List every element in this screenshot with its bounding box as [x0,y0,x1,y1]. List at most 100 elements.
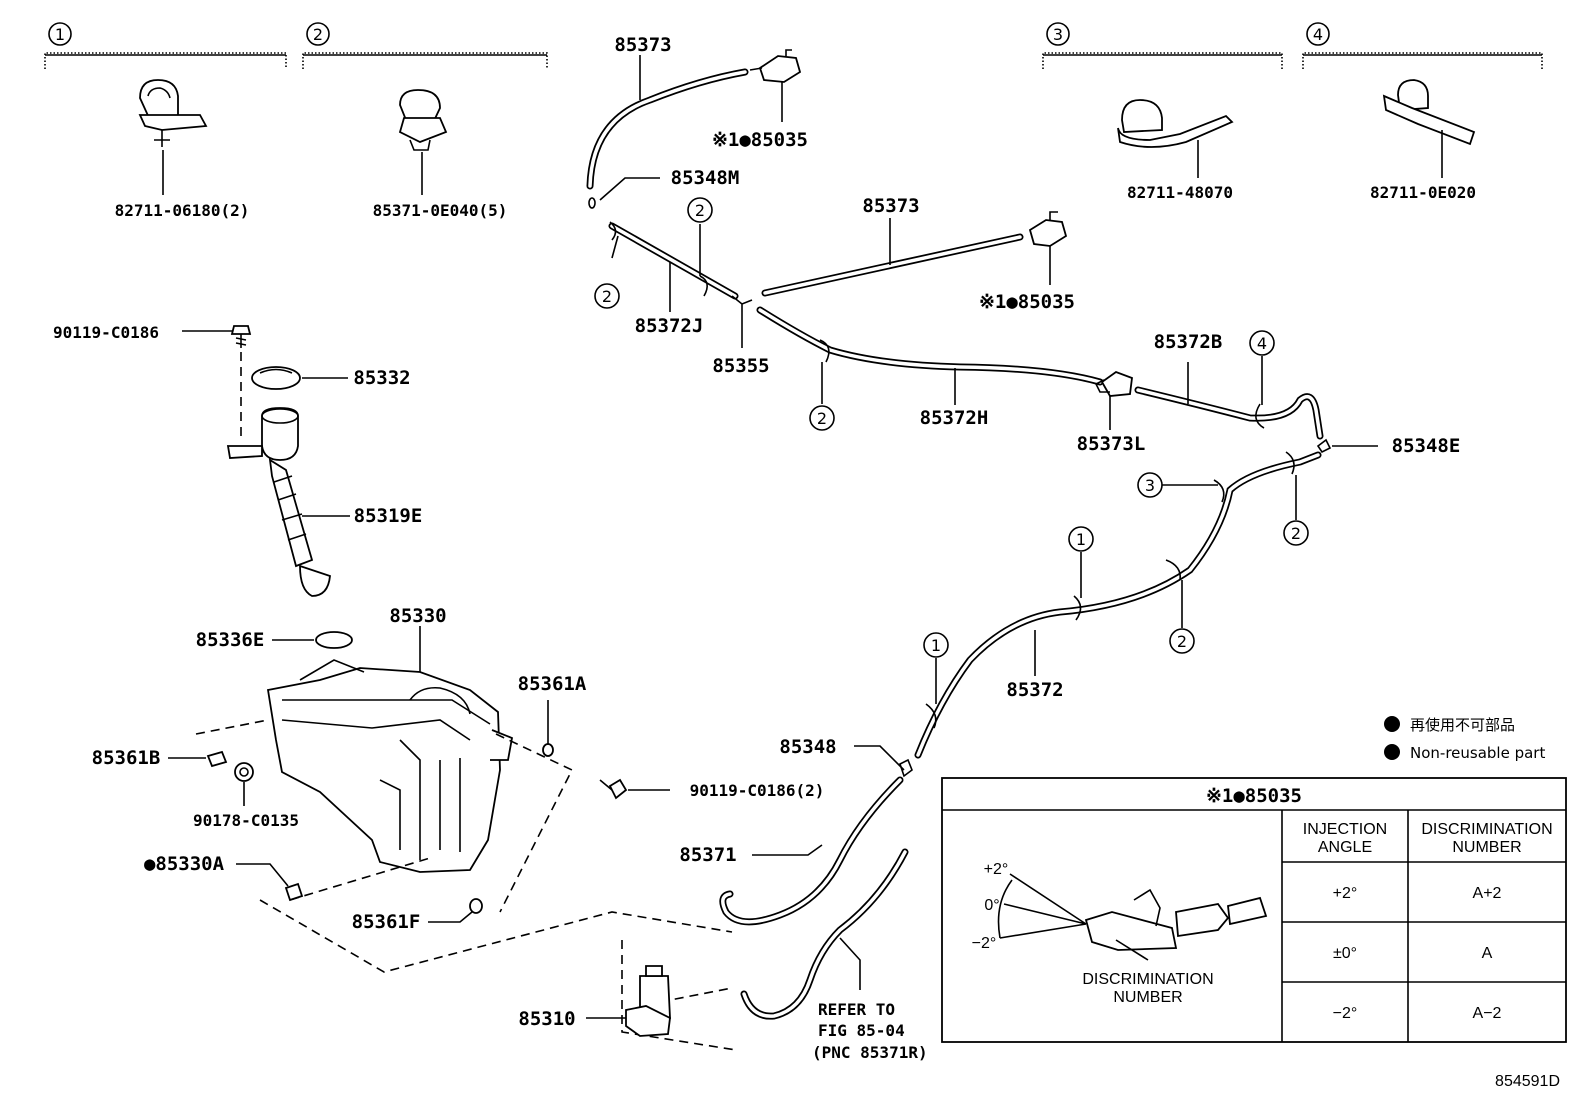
label-85373-top: 85373 [614,34,671,56]
discrimination-label-1: DISCRIMINATION [1082,971,1213,988]
nozzle-85035-top[interactable] [749,49,802,83]
callout-1-a: 1 [1068,526,1094,598]
joint-85348[interactable] [899,758,913,778]
nut-90178-C0135[interactable] [234,762,254,782]
label-85373-mid: 85373 [862,195,919,217]
cap-85332[interactable] [251,366,301,390]
hose-85373-top[interactable] [586,68,749,190]
row-2-number: A [1482,945,1493,962]
svg-text:2: 2 [817,409,827,428]
label-85371: 85371 [679,844,736,866]
svg-text:4: 4 [1257,334,1267,353]
label-85361B: 85361B [92,747,161,769]
nozzle-angle-illustration [997,873,1268,961]
callout-2-b: 2 [687,197,713,276]
legend: 再使用不可部品 Non-reusable part [1384,716,1545,762]
legend-en: Non-reusable part [1410,744,1545,762]
clip-82711-06180-icon [138,79,208,147]
clip-group-3-number: 3 [1053,25,1063,44]
grommet-85361F[interactable] [469,898,483,914]
tank-85330[interactable] [266,659,514,873]
svg-text:2: 2 [695,201,705,220]
row-3-angle: −2° [1333,1005,1358,1022]
joint-85373L[interactable] [1094,370,1133,397]
detail-table-title: ※1●85035 [1206,785,1302,807]
label-85330A: ●85330A [144,853,225,875]
angle-mark-plus2: +2° [984,861,1009,878]
label-85330: 85330 [389,605,446,627]
nozzle-85035-mid[interactable] [1028,211,1068,247]
callout-1-b: 1 [923,632,949,704]
label-85348M: 85348M [671,167,740,189]
hose-85372[interactable] [914,451,1322,759]
label-90119-C0186-2: 90119-C0186(2) [690,781,825,800]
label-85310: 85310 [518,1008,575,1030]
clip-group-1[interactable]: 1 82711-06180(2) [44,22,287,220]
clip-group-2[interactable]: 2 85371-0E040(5) [302,22,548,220]
row-1-angle: +2° [1333,885,1358,902]
joint-85348E[interactable] [1316,438,1332,454]
bolt-90119-C0186[interactable] [230,325,252,348]
svg-text:2: 2 [1177,632,1187,651]
label-90178-C0135: 90178-C0135 [193,811,299,830]
hose-85373-mid[interactable] [761,233,1024,297]
inlet-85319E[interactable] [226,407,331,597]
clip-group-3-part: 82711-48070 [1127,183,1233,202]
grommet-85361B[interactable] [206,750,228,768]
svg-text:1: 1 [931,636,941,655]
clip-group-3[interactable]: 3 82711-48070 [1042,22,1283,202]
label-85348E: 85348E [1392,435,1461,457]
bolt-90119-C0186-2[interactable] [599,778,628,800]
grommet-85330A[interactable] [284,882,304,902]
angle-mark-0: 0° [984,897,999,914]
label-85336E: 85336E [196,629,265,651]
legend-jp: 再使用不可部品 [1410,716,1515,734]
hose-85372J[interactable] [608,222,739,300]
clip-group-1-part: 82711-06180(2) [115,201,250,220]
label-85373L: 85373L [1077,433,1146,455]
hose-85371[interactable] [719,776,904,926]
header-number-1: DISCRIMINATION [1421,821,1552,838]
grommet-85361A[interactable] [542,743,554,757]
refer-line-3: (PNC 85371R) [812,1043,928,1062]
label-85355: 85355 [712,355,769,377]
angle-mark-minus2: −2° [972,935,997,952]
label-85361F: 85361F [352,911,421,933]
gasket-85336E[interactable] [315,631,353,649]
callout-2-d: 2 [1283,475,1309,546]
label-90119-C0186: 90119-C0186 [53,323,159,342]
callout-4: 4 [1249,330,1275,405]
label-85372H: 85372H [920,407,989,429]
label-85035-mid: ※1●85035 [979,291,1075,313]
callout-2-a: 2 [594,235,620,309]
clip-group-4-part: 82711-0E020 [1370,183,1476,202]
hose-85372H[interactable] [756,306,1104,386]
label-85332: 85332 [353,367,410,389]
callout-3: 3 [1137,472,1218,498]
clip-group-2-number: 2 [313,25,323,44]
svg-text:2: 2 [1291,524,1301,543]
svg-text:3: 3 [1145,476,1155,495]
label-85035-top: ※1●85035 [712,129,808,151]
label-85372B: 85372B [1154,331,1223,353]
clip-group-4[interactable]: 4 82711-0E020 [1302,22,1543,202]
svg-text:1: 1 [1076,530,1086,549]
callout-2-c: 2 [809,362,835,431]
joint-85355[interactable] [731,295,753,312]
connector-85348M[interactable] [588,197,596,209]
hose-to-85371R[interactable] [740,848,909,1020]
discrimination-label-2: NUMBER [1113,989,1182,1006]
clip-group-4-number: 4 [1313,25,1323,44]
hose-85372B[interactable] [1134,386,1324,440]
label-85361A: 85361A [518,673,587,695]
row-3-number: A−2 [1473,1005,1502,1022]
clip-group-2-part: 85371-0E040(5) [373,201,508,220]
callout-2-e: 2 [1169,580,1195,654]
header-angle-2: ANGLE [1318,839,1372,856]
row-2-angle: ±0° [1333,945,1357,962]
clip-82711-48070-icon [1117,99,1234,148]
detail-table: ※1●85035 INJECTION ANGLE DISCRIMINATION … [941,777,1567,1043]
pump-85310[interactable] [625,965,671,1037]
clip-82711-0E020-icon [1382,79,1476,146]
